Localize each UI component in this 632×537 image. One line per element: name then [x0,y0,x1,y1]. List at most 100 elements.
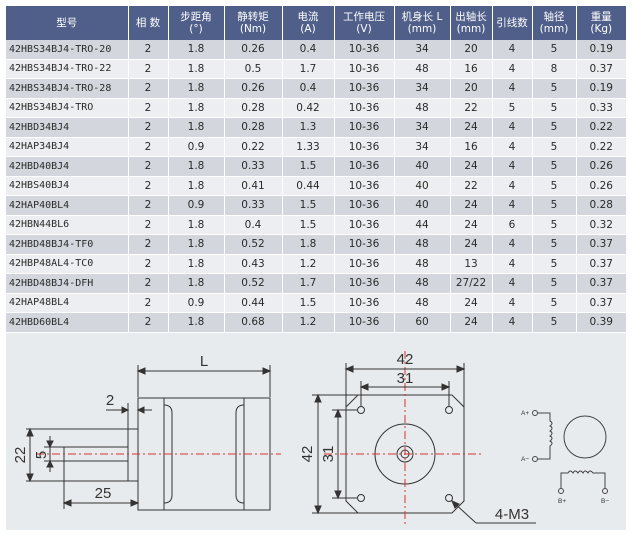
terminal-b-plus [558,488,564,494]
table-cell: 10-36 [334,312,395,333]
table-cell: 5 [532,117,577,138]
table-cell: 4 [492,40,533,60]
table-cell: 0.33 [576,98,626,118]
dim-22-arrows [26,427,34,483]
table-cell: 0.42 [282,98,335,118]
table-cell: 1.8 [168,156,225,177]
rotor-symbol [563,415,607,459]
table-cell: 5 [532,273,577,294]
column-header-label: 相 数 [135,17,161,29]
table-cell: 0.22 [576,117,626,138]
column-header-unit: (mm) [407,23,437,35]
table-cell: 1.5 [282,215,335,235]
table-cell: 24 [450,195,493,216]
table-cell: 0.37 [576,293,626,313]
table-cell: 10-36 [334,156,395,177]
table-cell: 5 [532,312,577,333]
column-header: 相 数 [128,6,169,40]
table-cell: 24 [450,234,493,255]
column-header: 重量(Kg) [576,6,626,40]
table-cell: 34 [394,137,451,157]
table-cell: 1.2 [282,312,335,333]
table-cell: 2 [128,293,169,313]
table-cell: 0.19 [576,78,626,99]
table-cell: 1.3 [282,117,335,138]
column-header-label: 工作电压 [343,11,385,23]
table-cell: 1.8 [282,234,335,255]
table-cell: 60 [394,312,451,333]
table-cell: 24 [450,215,493,235]
table-cell: 0.9 [168,137,225,157]
column-header-label: 机身长 L [401,11,443,23]
table-cell: 4 [492,176,533,196]
table-cell: 1.8 [168,234,225,255]
column-header: 静转矩(Nm) [224,6,283,40]
table-cell: 0.37 [576,273,626,294]
table-cell: 2 [128,195,169,216]
table-cell: 4 [492,195,533,216]
table-cell: 10-36 [334,273,395,294]
column-header: 型号 [6,6,129,40]
table-cell: 6 [492,215,533,235]
table-cell: 34 [394,117,451,138]
table-cell: 0.52 [224,234,283,255]
column-header-label: 出轴长 [455,11,487,23]
body-bevel-right [235,404,245,504]
column-header-label: 型号 [56,17,78,29]
table-cell: 1.8 [168,40,225,60]
table-cell: 0.28 [224,117,283,138]
table-cell: 44 [394,215,451,235]
table-cell: 10-36 [334,137,395,157]
table-cell: 2 [128,59,169,79]
table-cell: 1.7 [282,273,335,294]
body-bevel-left [163,404,173,504]
model-cell: 42HBD40BJ4 [6,156,129,177]
table-header-row: 型号相 数步距角(°)静转矩(Nm)电流(A)工作电压(V)机身长 L(mm)出… [6,6,626,40]
table-cell: 22 [450,98,493,118]
table-cell: 4 [492,156,533,177]
table-cell: 0.52 [224,273,283,294]
coil-b [560,470,606,488]
table-cell: 5 [532,137,577,157]
table-cell: 0.4 [282,78,335,99]
table-cell: 5 [532,176,577,196]
table-cell: 2 [128,176,169,196]
column-header: 机身长 L(mm) [394,6,451,40]
table-cell: 2 [128,78,169,99]
column-header: 电流(A) [282,6,335,40]
table-cell: 1.8 [168,59,225,79]
table-cell: 0.33 [224,195,283,216]
table-cell: 10-36 [334,176,395,196]
table-cell: 0.9 [168,195,225,216]
table-cell: 4 [492,137,533,157]
wiring-diagram [532,410,608,494]
label-b-minus: B− [601,498,609,505]
model-cell: 42HBS34BJ4-TRO-20 [6,40,129,60]
table-cell: 1.8 [168,273,225,294]
table-cell: 2 [128,40,169,60]
table-cell: 34 [394,78,451,99]
table-cell: 0.22 [224,137,283,157]
table-cell: 0.28 [224,98,283,118]
model-cell: 42HBD48BJ4-TF0 [6,234,129,255]
terminal-b-minus [602,488,608,494]
table-cell: 0.19 [576,40,626,60]
front-shaft-outer [396,445,414,463]
table-cell: 0.39 [576,312,626,333]
coil-a [537,412,553,460]
dim-31h-arrows [359,383,451,391]
table-cell: 20 [450,40,493,60]
table-cell: 0.5 [224,59,283,79]
table-cell: 10-36 [334,59,395,79]
table-cell: 22 [450,176,493,196]
table-cell: 0.26 [224,78,283,99]
table-cell: 4 [492,293,533,313]
